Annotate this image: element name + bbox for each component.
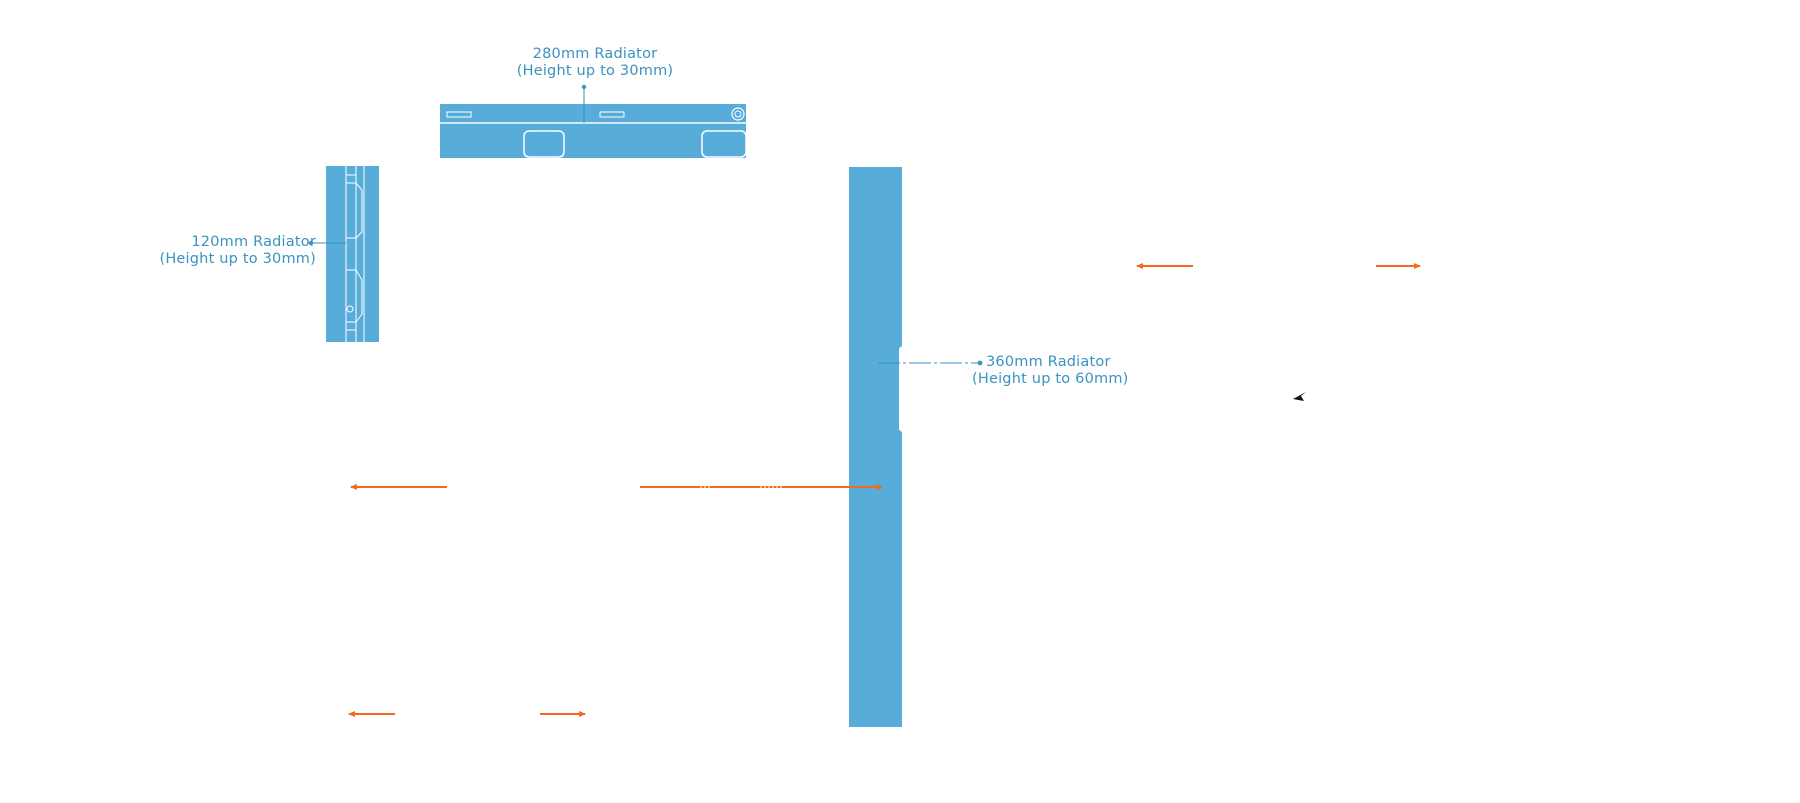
top-radiator-panel — [440, 84, 747, 158]
label-360mm-radiator: 360mm Radiator (Height up to 60mm) — [972, 354, 1129, 387]
center-radiator-panel — [849, 167, 983, 727]
left-radiator-panel — [308, 166, 379, 342]
dimension-arrows — [348, 263, 1421, 717]
cursor-icon — [1293, 392, 1306, 401]
label-280mm-radiator: 280mm Radiator (Height up to 30mm) — [516, 46, 674, 79]
label-120mm-radiator: 120mm Radiator (Height up to 30mm) — [159, 234, 316, 267]
